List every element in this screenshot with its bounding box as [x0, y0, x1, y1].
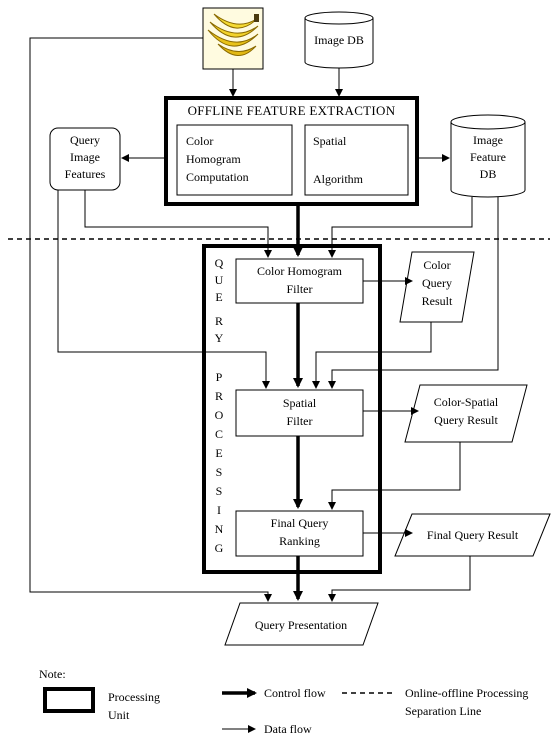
- qif-line-1: Query: [70, 133, 100, 147]
- spatial-filter-box: [235, 389, 364, 437]
- spatial-label: Spatial: [313, 134, 347, 148]
- vletter-o: O: [214, 408, 224, 422]
- color-spatial-result-label: Color-Spatial Query Result: [410, 395, 522, 427]
- query-presentation-shape: [224, 602, 379, 646]
- vletter-i: I: [217, 503, 221, 517]
- color-spatial-result-shape: [404, 384, 528, 443]
- offline-feature-extraction-box: [164, 96, 419, 206]
- ifdb-line-3: DB: [479, 167, 497, 181]
- legend-note: Note:: [39, 667, 66, 681]
- legend-separation-1: Online-offline Processing: [405, 686, 529, 700]
- ifdb-line-2: Feature: [470, 150, 506, 164]
- spatial-algorithm-box: [304, 124, 409, 196]
- ch-line-1: Color: [186, 134, 214, 148]
- query-image-features-label: Query Image Features: [50, 133, 120, 181]
- chf-line-2: Filter: [286, 282, 313, 296]
- legend-separation-2: Separation Line: [405, 704, 482, 718]
- sf-line-1: Spatial: [282, 396, 317, 410]
- vletter-q: Q: [214, 256, 224, 270]
- cqr-line-3: Result: [421, 294, 453, 308]
- qif-line-3: Features: [64, 167, 106, 181]
- vletter-y: Y: [214, 331, 224, 345]
- vletter-c: C: [214, 427, 223, 441]
- final-query-result-shape: [394, 513, 551, 557]
- ch-line-2: Homogram: [186, 152, 241, 166]
- color-homogram-computation-box: [176, 124, 293, 196]
- chf-line-1: Color Homogram: [257, 264, 342, 278]
- ch-line-3: Computation: [186, 170, 249, 184]
- vletter-r: R: [214, 314, 223, 328]
- color-query-result-label: Color Query Result: [405, 258, 469, 308]
- spatial-filter-label: Spatial Filter: [236, 396, 363, 428]
- offline-title: OFFLINE FEATURE EXTRACTION: [187, 103, 396, 118]
- ifdb-line-1: Image: [473, 133, 503, 147]
- legend-unit: Unit: [108, 708, 130, 722]
- color-query-result-shape: [399, 251, 475, 323]
- image-feature-db-label: Image Feature DB: [451, 133, 525, 181]
- cqr-line-1: Color: [423, 258, 451, 272]
- vletter-u: U: [214, 273, 224, 287]
- csr-line-1: Color-Spatial: [433, 395, 499, 409]
- color-homogram-computation-label: Color Homogram Computation: [186, 134, 290, 184]
- legend-data-flow: Data flow: [264, 722, 312, 736]
- fqr-line-1: Final Query: [270, 516, 329, 530]
- image-db-cylinder: [304, 11, 374, 69]
- color-homogram-filter-box: [235, 258, 364, 304]
- vletter-n: N: [214, 522, 224, 536]
- sf-line-2: Filter: [286, 414, 313, 428]
- banana-image-icon: [202, 7, 264, 70]
- vletter-s: S: [215, 465, 223, 479]
- vletter-s2: S: [215, 484, 223, 498]
- final-query-ranking-label: Final Query Ranking: [236, 516, 363, 548]
- legend-control-flow: Control flow: [264, 686, 326, 700]
- vletter-r2: R: [214, 389, 223, 403]
- algorithm-label: Algorithm: [313, 172, 363, 186]
- image-db-label: Image DB: [314, 33, 364, 47]
- vletter-p: P: [215, 370, 223, 384]
- final-query-ranking-box: [235, 510, 364, 557]
- color-homogram-filter-label: Color Homogram Filter: [236, 264, 363, 296]
- query-processing-box: [202, 244, 382, 574]
- csr-line-2: Query Result: [434, 413, 498, 427]
- vletter-e: E: [215, 290, 223, 304]
- vletter-g: G: [214, 541, 224, 555]
- final-query-result-label: Final Query Result: [426, 528, 519, 542]
- cqr-line-2: Query: [422, 276, 452, 290]
- legend: [43, 687, 396, 733]
- vletter-e2: E: [215, 446, 223, 460]
- qif-line-2: Image: [70, 150, 100, 164]
- image-feature-db-cylinder: [450, 114, 526, 198]
- data-flow-arrows: [29, 37, 499, 602]
- legend-processing-unit-swatch: [43, 687, 95, 713]
- query-presentation-label: Query Presentation: [254, 618, 348, 632]
- legend-processing-unit: Processing: [108, 690, 160, 704]
- fqr-line-2: Ranking: [279, 534, 320, 548]
